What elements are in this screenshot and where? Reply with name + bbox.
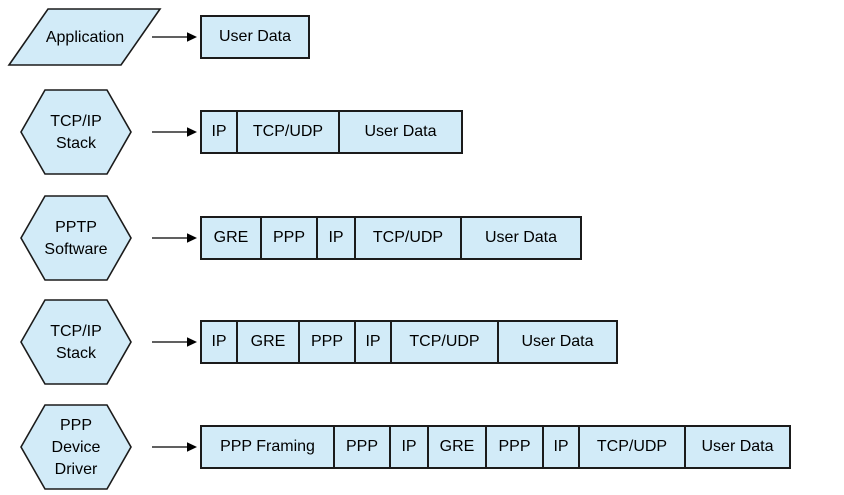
right-arrow-icon	[152, 127, 197, 137]
packet-cell-ppp: PPP	[485, 425, 544, 469]
packet-cell-ppp: PPP	[260, 216, 318, 260]
stage-label-line: Software	[44, 241, 107, 258]
right-arrow-icon	[152, 337, 197, 347]
packet-cell-user-data: User Data	[684, 425, 791, 469]
stage-label-line: Device	[52, 439, 101, 456]
stage-tcp-ip-stack-shape: TCP/IP Stack	[20, 89, 132, 175]
packet-cell-tcp-udp: TCP/UDP	[354, 216, 462, 260]
packet-cell-ip: IP	[200, 110, 238, 154]
packet-cell-ip: IP	[542, 425, 580, 469]
stage-label-line: Application	[46, 29, 124, 46]
stage-label-line: Stack	[56, 345, 97, 362]
stage-label-line: TCP/IP	[50, 323, 102, 340]
hexagon-outline	[20, 404, 132, 490]
stage-label-line: PPP	[60, 417, 92, 434]
stage-pptp-software-shape: PPTP Software	[20, 195, 132, 281]
packet-cell-ppp: PPP	[333, 425, 391, 469]
packet-cell-ppp-framing: PPP Framing	[200, 425, 335, 469]
stage-label-line: PPTP	[55, 219, 97, 236]
packet-cell-ip: IP	[389, 425, 429, 469]
packet-cell-ip: IP	[354, 320, 392, 364]
packet-structure: User Data	[200, 15, 310, 59]
hexagon-outline	[20, 89, 132, 175]
packet-cell-tcp-udp: TCP/UDP	[578, 425, 686, 469]
packet-cell-tcp-udp: TCP/UDP	[236, 110, 340, 154]
packet-cell-user-data: User Data	[338, 110, 463, 154]
packet-cell-ip: IP	[316, 216, 356, 260]
stage-tcp-ip-stack-shape: TCP/IP Stack	[20, 299, 132, 385]
packet-cell-gre: GRE	[200, 216, 262, 260]
parallelogram-outline	[7, 8, 162, 66]
stage-label-line: TCP/IP	[50, 113, 102, 130]
hexagon-outline	[20, 195, 132, 281]
encapsulation-row-1: Application User Data	[0, 0, 844, 79]
hexagon-outline	[20, 299, 132, 385]
right-arrow-icon	[152, 233, 197, 243]
packet-cell-tcp-udp: TCP/UDP	[390, 320, 499, 364]
packet-cell-user-data: User Data	[460, 216, 582, 260]
packet-cell-ppp: PPP	[298, 320, 356, 364]
packet-cell-ip: IP	[200, 320, 238, 364]
packet-cell-gre: GRE	[427, 425, 487, 469]
packet-cell-user-data: User Data	[200, 15, 310, 59]
right-arrow-icon	[152, 442, 197, 452]
stage-label-line: Driver	[55, 461, 98, 478]
stage-application-shape: Application	[7, 8, 162, 66]
packet-cell-user-data: User Data	[497, 320, 618, 364]
right-arrow-icon	[152, 32, 197, 42]
stage-label-line: Stack	[56, 135, 97, 152]
packet-cell-gre: GRE	[236, 320, 300, 364]
